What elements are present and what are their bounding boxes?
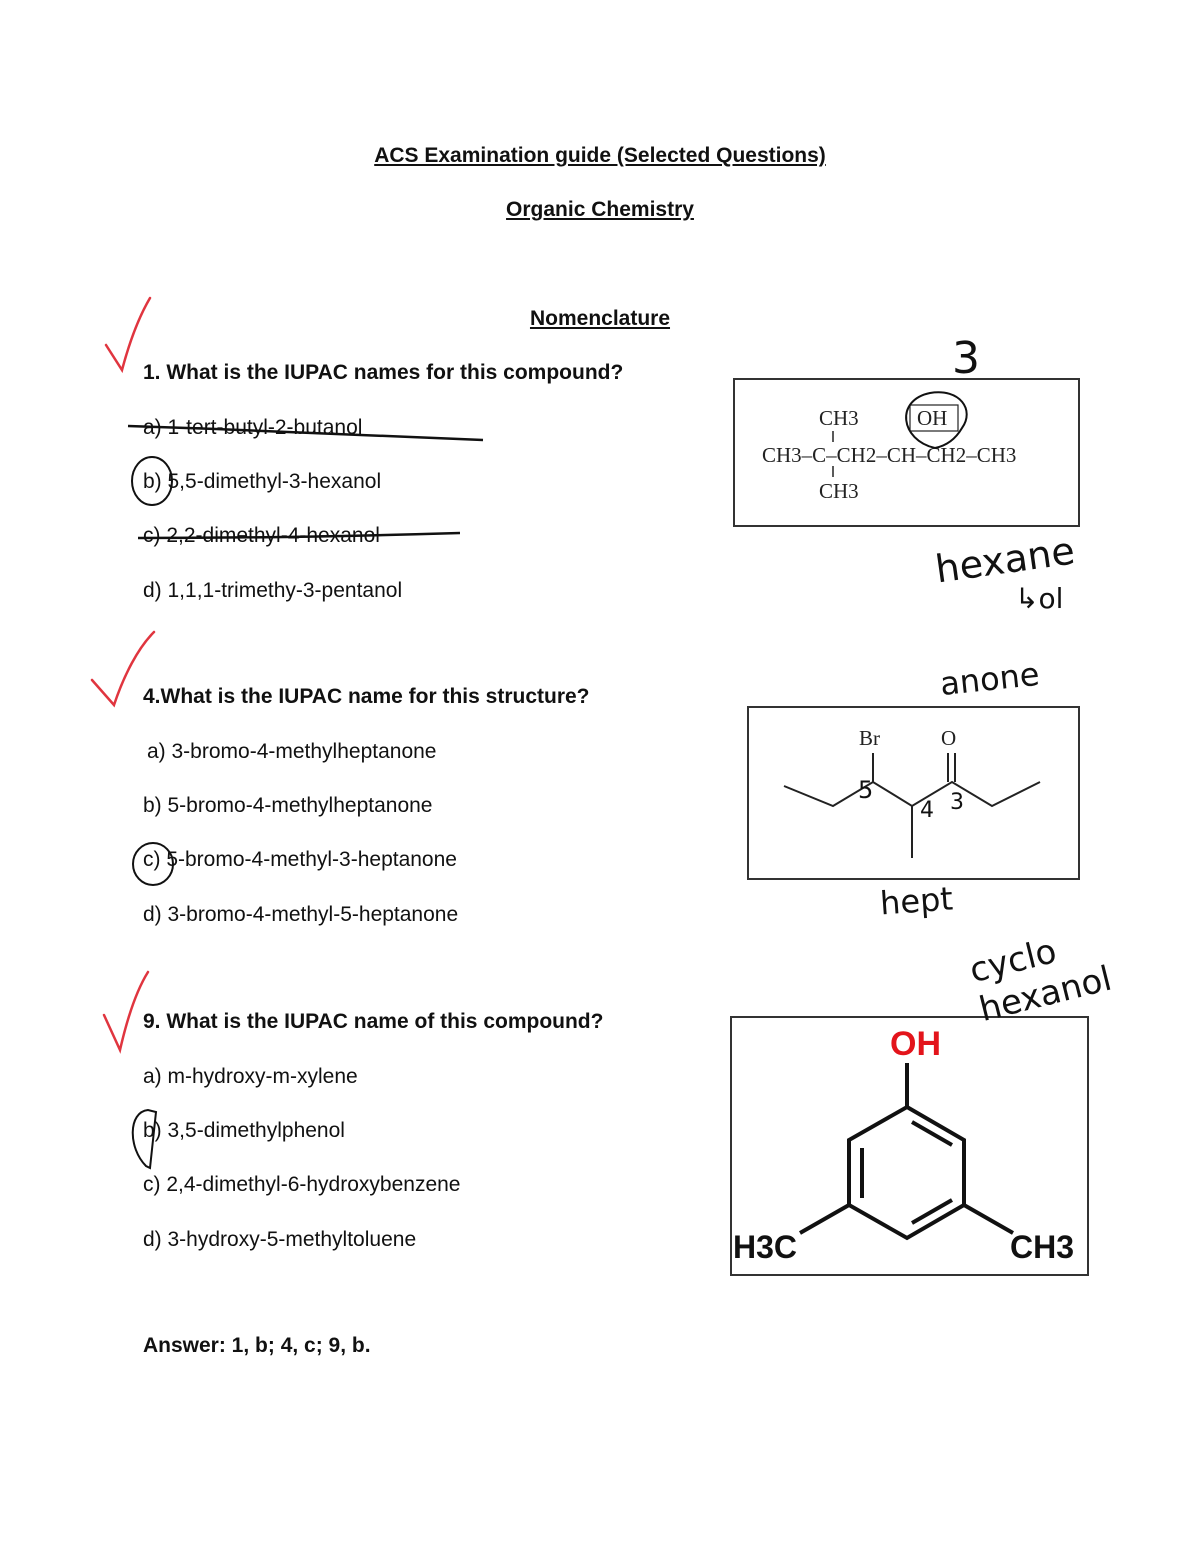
answer-key: Answer: 1, b; 4, c; 9, b. [143, 1334, 371, 1357]
q9-option-c: c) 2,4-dimethyl-6-hydroxybenzene [143, 1173, 461, 1196]
document-subtitle: Organic Chemistry [506, 198, 694, 221]
s9-oh: OH [890, 1025, 941, 1063]
hw-number-3b: 3 [950, 790, 964, 815]
q1-strike-a [127, 424, 484, 442]
q1-option-d: d) 1,1,1-trimethy-3-pentanol [143, 579, 403, 602]
s1-top-ch3: CH3 [819, 406, 859, 430]
structure-box-9 [730, 1016, 1089, 1276]
question-4: 4.What is the IUPAC name for this struct… [143, 685, 590, 708]
section-heading: Nomenclature [529, 307, 671, 330]
q4-circle-c [132, 842, 174, 886]
check-mark-1 [104, 296, 152, 374]
question-1: 1. What is the IUPAC names for this comp… [143, 361, 624, 384]
q1-option-b: b) 5,5-dimethyl-3-hexanol [143, 470, 382, 493]
q4-option-d: d) 3-bromo-4-methyl-5-heptanone [143, 903, 459, 926]
hw-arrow-ol: ↳ol [1015, 582, 1064, 615]
hw-number-4: 4 [920, 798, 934, 823]
s1-oh-box [909, 404, 959, 432]
s9-ring [847, 1104, 966, 1241]
s9-left-bond [799, 1203, 850, 1235]
s9-double-2 [911, 1198, 953, 1225]
hw-hept: hept [878, 879, 955, 923]
check-mark-9 [102, 970, 150, 1054]
s1-oh: OH [917, 406, 947, 430]
s9-ch3: CH3 [1010, 1229, 1074, 1265]
q1-circle-b [131, 456, 173, 506]
q1-option-c: c) 2,2-dimethyl-4-hexanol [143, 524, 380, 547]
q9-option-b: b) 3,5-dimethylphenol [143, 1119, 345, 1142]
s9-h3c: H3C [733, 1229, 797, 1265]
q9-option-a: a) m-hydroxy-m-xylene [143, 1065, 358, 1088]
s9-right-bond [963, 1203, 1014, 1235]
q4-option-a: a) 3-bromo-4-methylheptanone [147, 740, 437, 763]
q9-circle-b [131, 1108, 158, 1170]
question-9: 9. What is the IUPAC name of this compou… [143, 1010, 604, 1033]
q1-strike-c [137, 531, 461, 540]
structure-box-1 [733, 378, 1080, 527]
hw-number-5: 5 [858, 776, 874, 804]
s1-chain: CH3–C–CH2–CH–CH2–CH3 [762, 443, 1016, 467]
s4-chain [783, 780, 1041, 808]
check-mark-4 [90, 630, 156, 708]
q4-option-b: b) 5-bromo-4-methylheptanone [143, 794, 433, 817]
q4-option-c: c) 5-bromo-4-methyl-3-heptanone [143, 848, 457, 871]
s1-bottom-ch3: CH3 [819, 479, 859, 503]
s4-br: Br [859, 726, 880, 750]
s1-oh-circle [905, 391, 968, 449]
document-title: ACS Examination guide (Selected Question… [374, 144, 826, 167]
s9-double-1 [911, 1120, 953, 1147]
s4-o: O [941, 726, 956, 750]
hw-number-3: 3 [952, 333, 980, 384]
q9-option-d: d) 3-hydroxy-5-methyltoluene [143, 1228, 417, 1251]
